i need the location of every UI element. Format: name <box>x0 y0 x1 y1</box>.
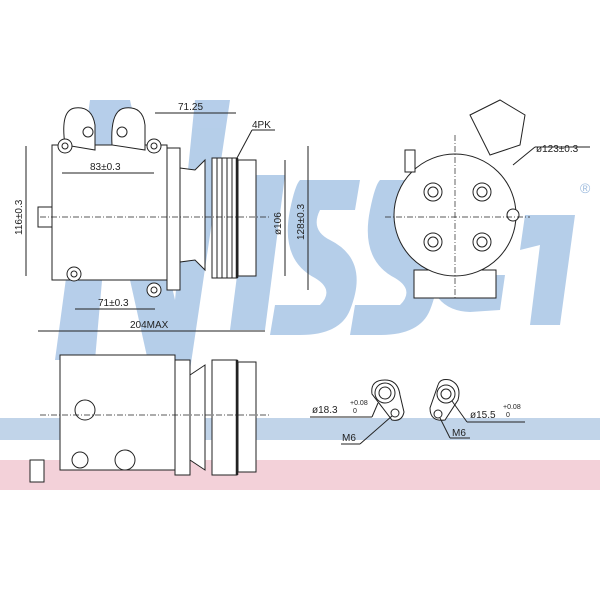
dim-belt: 4PK <box>252 120 271 131</box>
dim-overall-length: 204MAX <box>130 320 169 331</box>
port-1-diameter: ø18.3 <box>312 405 338 416</box>
dim-height: 116±0.3 <box>14 199 25 235</box>
dim-top-length: 71.25 <box>178 102 203 113</box>
port-1-tol-lower: 0 <box>353 408 357 415</box>
dim-bottom-mount: 71±0.3 <box>98 298 129 309</box>
port-detail-2: ø15.5 +0.08 0 M6 <box>429 379 525 439</box>
side-view: 71.25 4PK 83±0.3 116±0.3 ø106 128±0.3 71… <box>14 102 309 332</box>
end-view: ø123±0.3 <box>385 99 590 300</box>
port-detail-1: ø18.3 +0.08 0 M6 <box>310 379 405 445</box>
port-1-tol-upper: +0.08 <box>350 400 368 407</box>
port-2-tol-upper: +0.08 <box>503 404 521 411</box>
bottom-view <box>29 354 270 483</box>
port-2-diameter: ø15.5 <box>470 410 496 421</box>
dim-top-mount: 83±0.3 <box>90 162 121 173</box>
port-2-thread: M6 <box>452 428 466 439</box>
dim-body-dia: ø123±0.3 <box>536 144 579 155</box>
dim-overall-height: 128±0.3 <box>296 203 307 240</box>
registered-mark: ® <box>580 180 591 196</box>
port-2-tol-lower: 0 <box>506 412 510 419</box>
port-1-thread: M6 <box>342 433 356 444</box>
dim-pulley-dia: ø106 <box>273 212 284 235</box>
